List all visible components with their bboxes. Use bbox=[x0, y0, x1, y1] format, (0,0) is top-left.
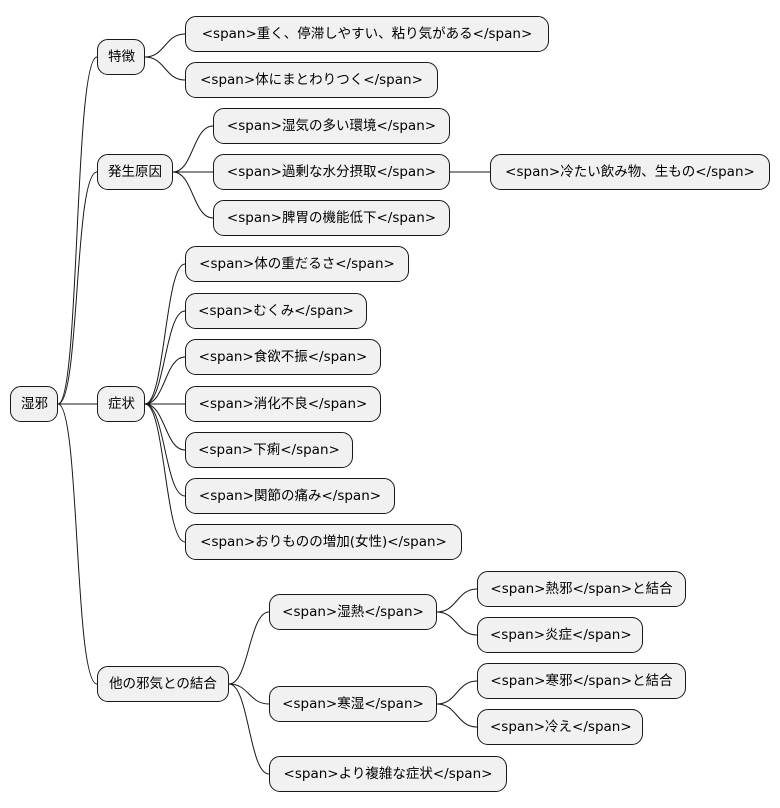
node-shojo-4: <span>下痢</span> bbox=[185, 432, 353, 468]
node-shojo-1: <span>むくみ</span> bbox=[185, 293, 367, 329]
link-shojo-2 bbox=[144, 356, 186, 405]
node-shojo-5: <span>関節の痛み</span> bbox=[185, 478, 395, 514]
node-genin-0: <span>湿気の多い環境</span> bbox=[213, 108, 450, 144]
node-kanshitsu-1: <span>冷え</span> bbox=[477, 709, 643, 745]
link-root-genin bbox=[57, 171, 98, 405]
link-kanshitsu-0 bbox=[436, 680, 478, 705]
node-tokucho-0: <span>重く、停滞しやすい、粘り気がある</span> bbox=[185, 16, 549, 52]
link-shitsunetsu-0 bbox=[436, 588, 478, 613]
link-root-ketsugo bbox=[57, 403, 98, 685]
link-shojo-5 bbox=[144, 403, 186, 497]
node-shojo: 症状 bbox=[97, 386, 145, 422]
link-shojo-6 bbox=[144, 403, 186, 543]
node-root: 湿邪 bbox=[10, 386, 58, 422]
node-shitsunetsu-0: <span>熱邪</span>と結合 bbox=[477, 571, 686, 607]
link-tokucho-1 bbox=[144, 56, 186, 81]
link-tokucho-0 bbox=[144, 33, 186, 58]
node-genin-1: <span>過剰な水分摂取</span> bbox=[213, 154, 450, 190]
node-ketsugo-0: <span>湿熱</span> bbox=[269, 594, 437, 630]
link-ketsugo-1 bbox=[228, 683, 270, 705]
link-root-tokucho bbox=[57, 56, 98, 405]
node-shojo-0: <span>体の重だるさ</span> bbox=[185, 246, 409, 282]
node-ketsugo: 他の邪気との結合 bbox=[97, 666, 229, 702]
node-ketsugo-2: <span>より複雑な症状</span> bbox=[269, 756, 507, 792]
node-genin-2: <span>脾胃の機能低下</span> bbox=[213, 200, 450, 236]
link-shojo-0 bbox=[144, 263, 186, 405]
link-shojo-4 bbox=[144, 403, 186, 451]
node-tokucho-1: <span>体にまとわりつく</span> bbox=[185, 62, 438, 98]
link-genin-0 bbox=[172, 125, 214, 173]
node-genin: 発生原因 bbox=[97, 154, 173, 190]
node-ketsugo-1: <span>寒湿</span> bbox=[269, 686, 437, 722]
link-kanshitsu-1 bbox=[436, 703, 478, 728]
link-shojo-1 bbox=[144, 310, 186, 405]
node-genin-sub-0: <span>冷たい飲み物、生もの</span> bbox=[490, 154, 770, 190]
node-shitsunetsu-1: <span>炎症</span> bbox=[477, 617, 643, 653]
link-ketsugo-0 bbox=[228, 611, 270, 685]
node-shojo-3: <span>消化不良</span> bbox=[185, 386, 381, 422]
link-genin-2 bbox=[172, 171, 214, 219]
node-shojo-2: <span>食欲不振</span> bbox=[185, 339, 381, 375]
node-tokucho: 特徴 bbox=[97, 39, 145, 75]
node-kanshitsu-0: <span>寒邪</span>と結合 bbox=[477, 663, 686, 699]
link-ketsugo-2 bbox=[228, 683, 270, 775]
link-shitsunetsu-1 bbox=[436, 611, 478, 636]
node-shojo-6: <span>おりものの増加(女性)</span> bbox=[185, 524, 462, 560]
